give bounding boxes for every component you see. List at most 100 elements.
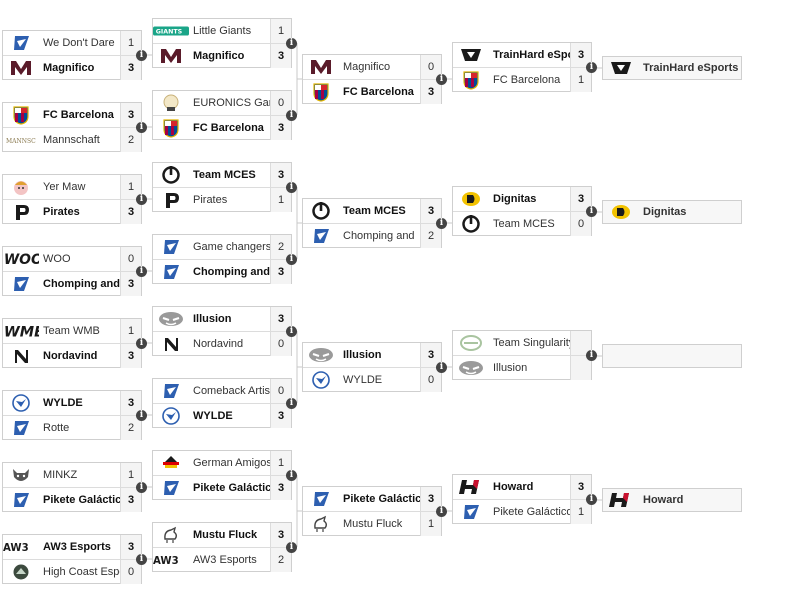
team-row-bottom[interactable]: MANNSCHAFTMannschaft2 [3,127,141,152]
match-info-icon[interactable]: i [136,50,147,61]
match-info-icon[interactable]: i [286,542,297,553]
qualified-slot-1[interactable]: TrainHard eSports [602,56,742,80]
match-info-icon[interactable]: i [136,266,147,277]
team-row-top[interactable]: EURONICS Gaming0 [153,91,291,115]
match-info-icon[interactable]: i [286,398,297,409]
match-info-icon[interactable]: i [286,254,297,265]
match-info-icon[interactable]: i [136,122,147,133]
match-info-icon[interactable]: i [436,362,447,373]
match-info-icon[interactable]: i [136,410,147,421]
match-info-icon[interactable]: i [136,338,147,349]
qualified-slot-2[interactable]: Dignitas [602,200,742,224]
qualified-slot-3[interactable] [602,344,742,368]
team-row-bottom[interactable]: Illusion [453,355,591,380]
team-row-top[interactable]: TrainHard eSports3 [453,43,591,67]
match-info-icon[interactable]: i [586,350,597,361]
team-row-top[interactable]: Comeback Artists0 [153,379,291,403]
match-info-icon[interactable]: i [436,506,447,517]
qualified-slot-4[interactable]: Howard [602,488,742,512]
match-info-icon[interactable]: i [136,194,147,205]
match-info-icon[interactable]: i [286,38,297,49]
match-info-icon[interactable]: i [286,182,297,193]
round1-match-2[interactable]: FC Barcelona3MANNSCHAFTMannschaft2i [2,102,147,152]
match-info-icon[interactable]: i [286,110,297,121]
match-info-icon[interactable]: i [286,326,297,337]
match-info-icon[interactable]: i [136,482,147,493]
match-info-icon[interactable]: i [136,554,147,565]
team-row-bottom[interactable]: High Coast Esports0 [3,559,141,584]
match-info-icon[interactable]: i [586,494,597,505]
match-info-icon[interactable]: i [586,206,597,217]
match-info-icon[interactable]: i [286,470,297,481]
round2-match-6[interactable]: Comeback Artists0WYLDE3i [152,378,297,428]
team-row-top[interactable]: Team Singularity [453,331,591,355]
match-info-icon[interactable]: i [436,218,447,229]
match-info-icon[interactable]: i [586,62,597,73]
match-info-icon[interactable]: i [436,74,447,85]
